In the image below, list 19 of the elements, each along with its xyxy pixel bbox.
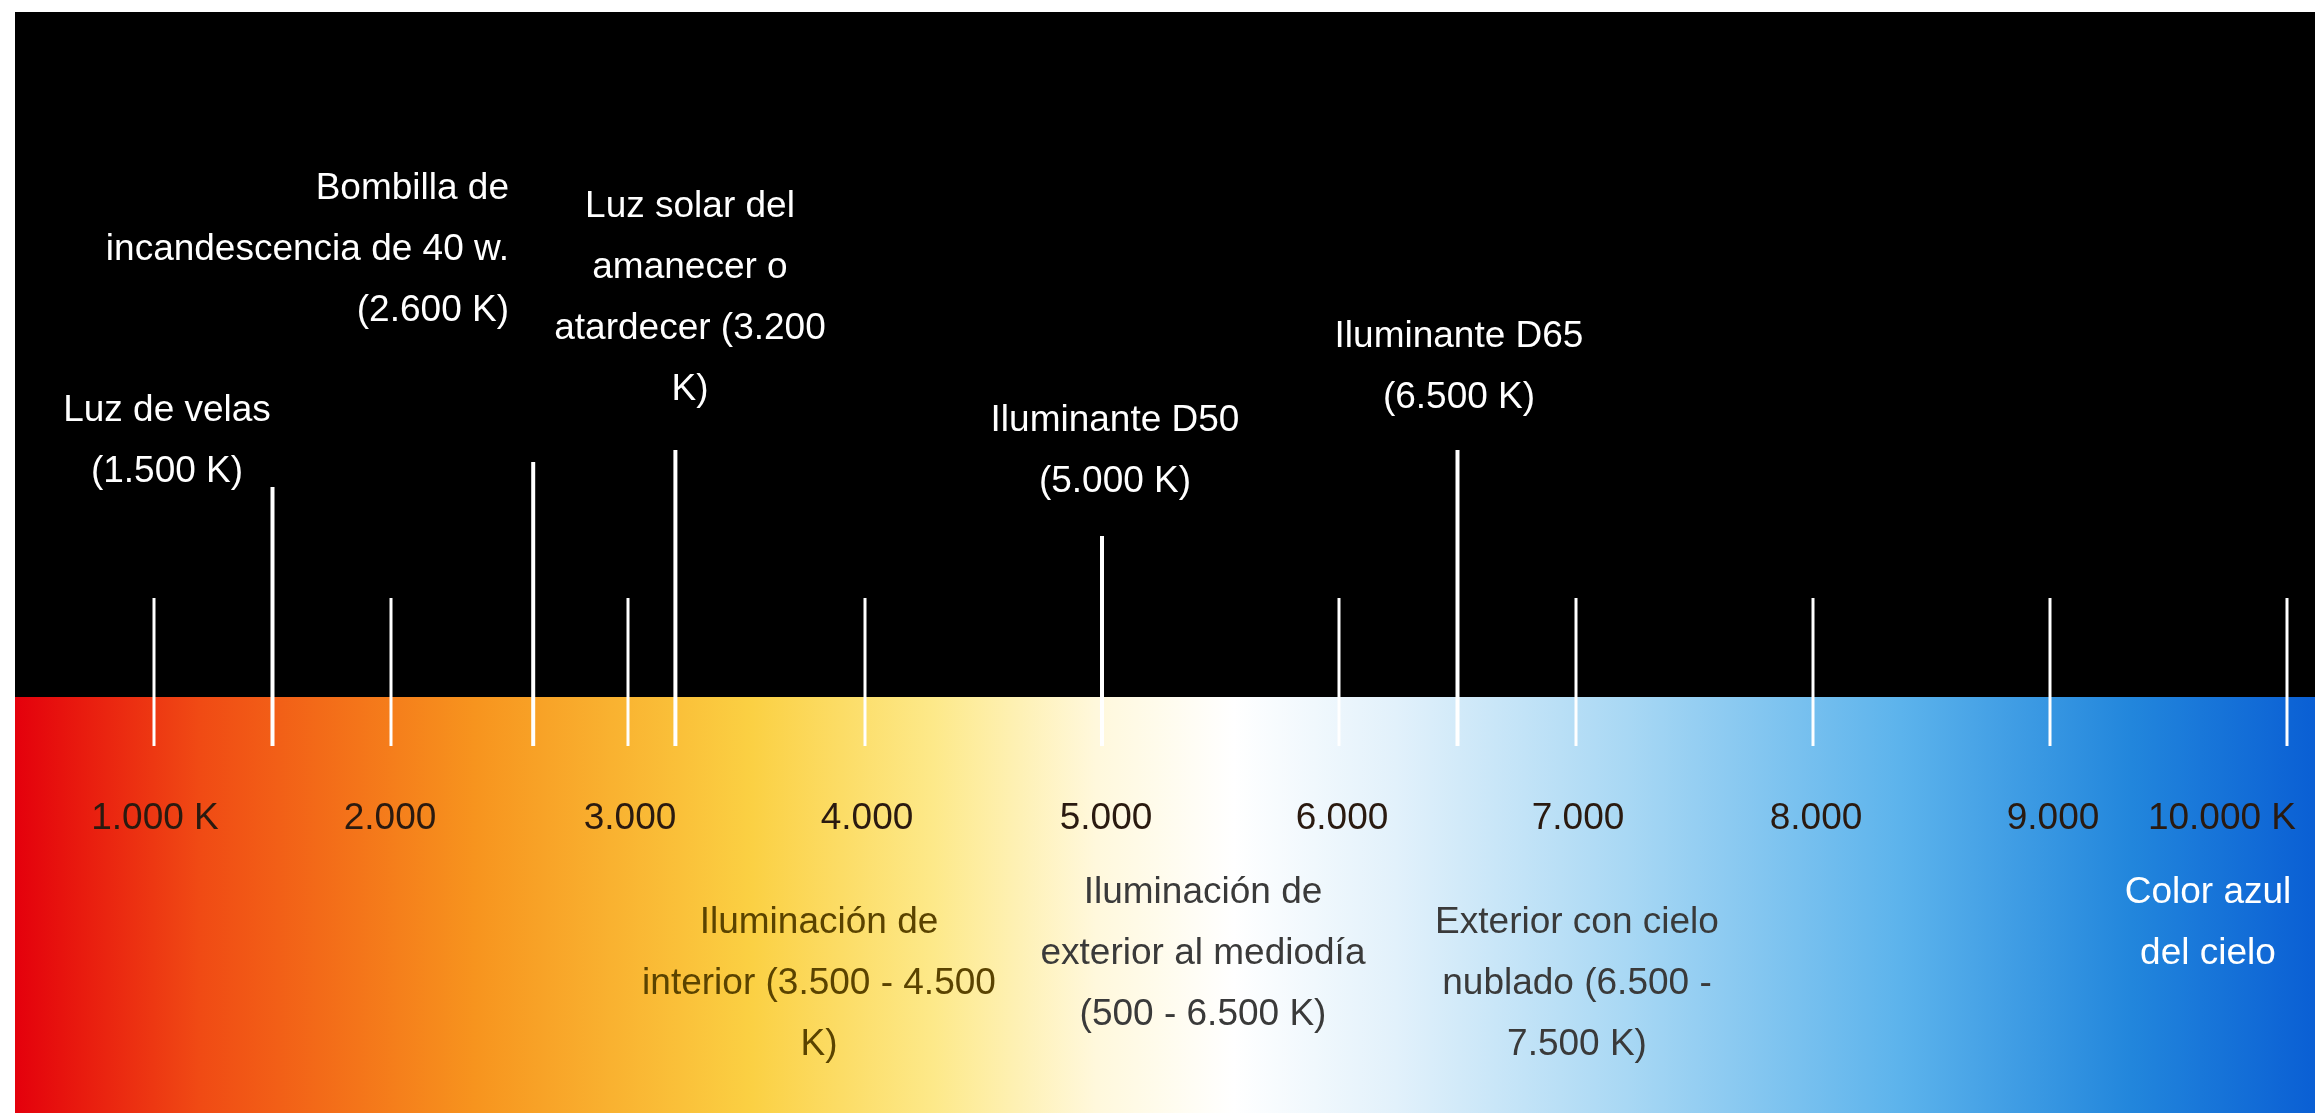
- marker-label: Luz de velas (1.500 K): [62, 387, 272, 492]
- marker-label: Iluminante D50 (5.000 K): [989, 397, 1241, 502]
- marker-label: Bombilla de incandescencia de 40 w. (2.600 K): [104, 165, 509, 331]
- range-label: Color azul del cielo: [2123, 869, 2293, 974]
- marker-label: Iluminante D65 (6.500 K): [1333, 313, 1585, 418]
- scale-value: 2.000: [342, 795, 438, 839]
- scale-value: 5.000: [1058, 795, 1154, 839]
- range-label: Iluminación de interior (3.500 - 4.500 K): [641, 899, 997, 1065]
- scale-value: 7.000: [1530, 795, 1626, 839]
- range-label: Exterior con cielo nublado (6.500 - 7.500 K): [1434, 899, 1720, 1065]
- scale-value: 10.000 K: [2146, 795, 2298, 839]
- scale-value: 9.000: [2005, 795, 2101, 839]
- scale-value: 4.000: [819, 795, 915, 839]
- marker-label: Luz solar del amanecer o atardecer (3.200 K): [553, 183, 827, 410]
- scale-value: 6.000: [1294, 795, 1390, 839]
- scale-value: 1.000 K: [90, 795, 220, 839]
- scale-value: 3.000: [582, 795, 678, 839]
- scale-value: 8.000: [1768, 795, 1864, 839]
- range-label: Iluminación de exterior al mediodía (500 - 6.500 K): [1039, 869, 1367, 1035]
